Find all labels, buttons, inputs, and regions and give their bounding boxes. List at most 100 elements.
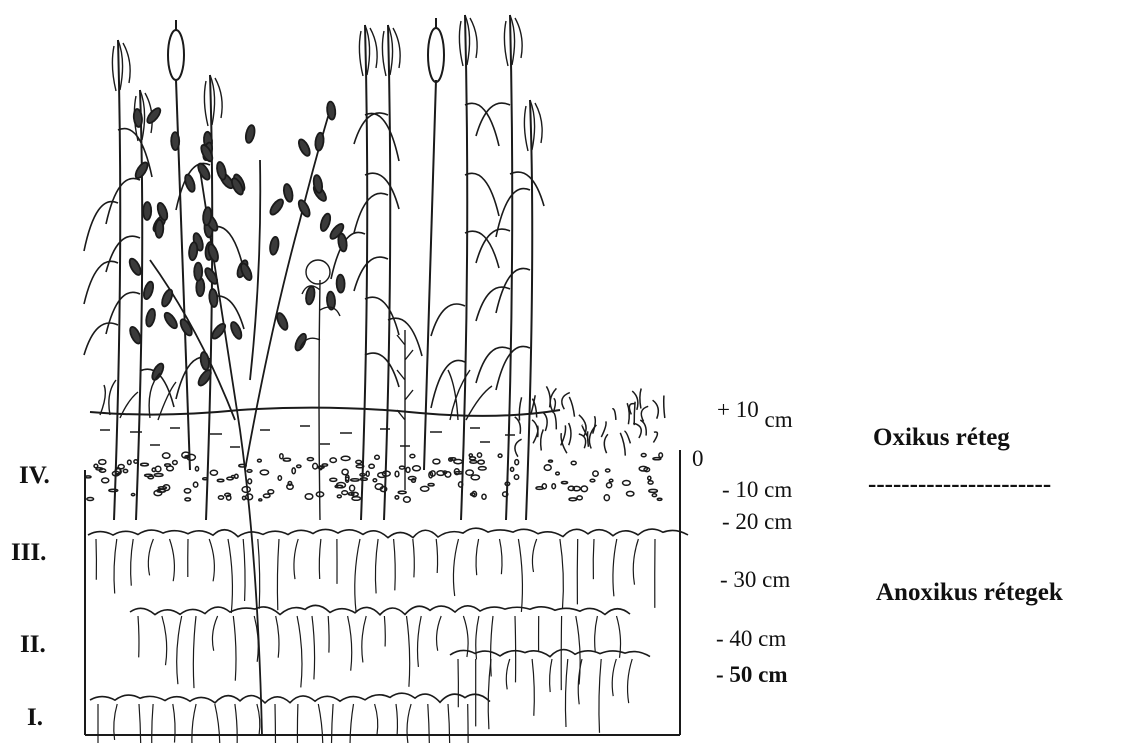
- soil-particle: [593, 471, 598, 476]
- depth-label-plus-10: + 10 cm: [717, 408, 793, 431]
- layer-roman-iii: III.: [11, 540, 46, 565]
- moss-strand: [641, 406, 648, 421]
- willow-branch: [250, 160, 260, 380]
- reed-panicle: [524, 100, 542, 151]
- hanging-root: [215, 704, 220, 743]
- soil-particle: [577, 496, 582, 500]
- moss-strand: [664, 396, 665, 419]
- soil-particle: [330, 478, 337, 481]
- hanging-root: [355, 539, 360, 613]
- flowering-plant: [300, 280, 340, 520]
- soil-particle: [118, 465, 124, 469]
- soil-particle: [258, 459, 262, 462]
- soil-particle: [375, 455, 380, 459]
- hanging-root: [375, 704, 378, 735]
- cattail-stem: [424, 80, 436, 470]
- hanging-root: [243, 539, 245, 601]
- moss-strand: [640, 389, 641, 409]
- soil-particle: [421, 486, 429, 491]
- soil-particle: [351, 479, 359, 481]
- soil-particle: [395, 471, 399, 477]
- soil-particle: [428, 484, 434, 486]
- hanging-root: [532, 659, 534, 716]
- soil-particle: [571, 461, 576, 465]
- willow-leaf: [194, 263, 202, 281]
- soil-particle: [128, 460, 132, 464]
- hanging-root: [297, 616, 302, 687]
- soil-particle: [305, 494, 313, 500]
- willow-leaf: [127, 257, 143, 277]
- depth-label-plus-10-unit: cm: [764, 407, 792, 432]
- willow-leaf: [160, 288, 174, 308]
- soil-particle: [87, 498, 94, 501]
- hanging-root: [599, 659, 601, 733]
- soil-particle: [556, 472, 560, 475]
- reed-leaf: [476, 103, 510, 136]
- soil-particle: [606, 469, 610, 472]
- willow-leaf: [282, 183, 294, 202]
- soil-particle: [623, 481, 631, 486]
- reed-leaf: [431, 304, 465, 336]
- moss-strand: [601, 421, 606, 437]
- willow-leaf: [229, 321, 244, 341]
- reed-leaf: [365, 173, 399, 209]
- soil-particle: [477, 453, 481, 457]
- willow-leaf: [319, 213, 332, 233]
- moss-strand: [569, 397, 574, 417]
- hanging-root: [228, 539, 232, 613]
- willow-leaf: [145, 308, 157, 327]
- soil-particle: [569, 498, 577, 501]
- root-mat-horizon: [130, 605, 630, 614]
- hanging-root: [152, 704, 153, 743]
- hanging-root: [192, 704, 196, 743]
- reed-leaf: [365, 113, 399, 161]
- reed-leaf: [354, 113, 388, 144]
- reed-leaf: [431, 360, 465, 408]
- soil-particle: [297, 465, 301, 468]
- willow-leaf: [188, 242, 198, 261]
- soil-particle: [94, 464, 98, 467]
- soil-particle: [454, 460, 462, 464]
- moss-strand: [533, 426, 538, 444]
- soil-particle: [549, 460, 553, 462]
- soil-particle: [163, 453, 170, 458]
- hanging-root: [233, 616, 236, 681]
- moss-strand: [620, 433, 625, 456]
- hanging-root: [148, 539, 153, 575]
- willow-leaf: [336, 274, 345, 292]
- soil-particle: [246, 494, 253, 500]
- soil-particle: [395, 496, 399, 499]
- reed-stem: [506, 15, 512, 520]
- depth-label-minus-20: - 20 cm: [722, 510, 792, 533]
- willow-leaf: [269, 236, 280, 255]
- soil-particle: [341, 456, 350, 460]
- willow-leaf: [171, 132, 179, 150]
- reed-leaf: [84, 261, 118, 304]
- willow-leaf: [162, 311, 179, 330]
- layer-separator: ----------------------: [868, 472, 1051, 497]
- soil-particle: [259, 499, 262, 501]
- depth-label-zero: 0: [692, 447, 704, 470]
- reed-leaf: [365, 297, 399, 335]
- reed-leaf: [365, 353, 399, 387]
- water-ripples: [100, 426, 515, 447]
- hanging-root: [235, 704, 237, 743]
- small-wetland-plants: [100, 260, 492, 520]
- flower-head: [306, 260, 330, 284]
- oxic-topsoil-layer: [85, 452, 662, 502]
- soil-particle: [85, 476, 91, 478]
- soil-particle: [552, 484, 556, 489]
- reed-leaf: [476, 287, 510, 321]
- soil-particle: [604, 495, 609, 501]
- soil-particle: [639, 466, 647, 471]
- soil-particle: [195, 467, 198, 471]
- hanging-root: [348, 616, 352, 671]
- moss-strand: [633, 423, 641, 438]
- willow-leaf: [297, 199, 312, 219]
- soil-particle: [470, 461, 477, 464]
- willow-leaf: [244, 124, 256, 143]
- soil-particle: [406, 467, 410, 472]
- hanging-root: [162, 616, 167, 665]
- hanging-root: [413, 539, 415, 577]
